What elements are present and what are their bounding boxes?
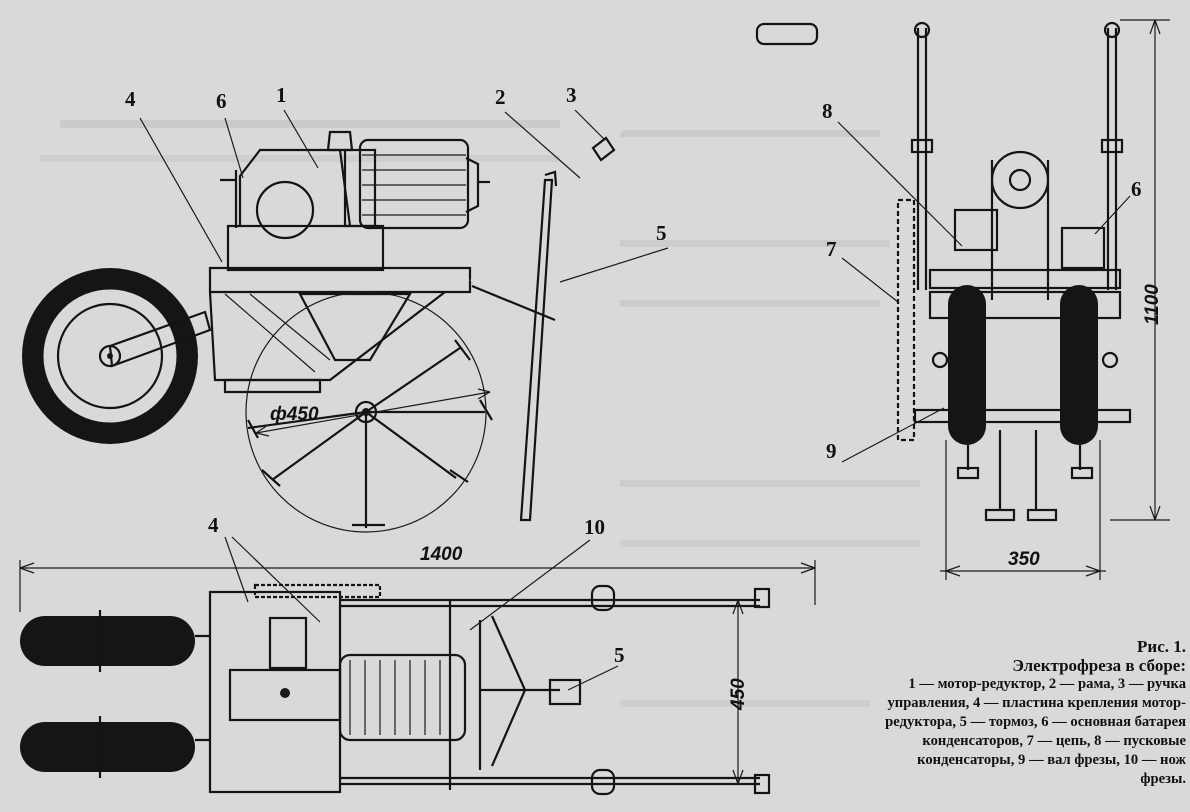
callout-side-5: 5 bbox=[656, 221, 667, 245]
callout-side-4: 4 bbox=[125, 87, 136, 111]
callout-top-10: 10 bbox=[584, 515, 605, 539]
dim-overall-height: 1100 bbox=[1142, 284, 1163, 325]
control-handle bbox=[470, 22, 819, 284]
background-text-texture bbox=[40, 120, 920, 707]
figure-legend: 1 — мотор-редуктор, 2 — рама, 3 — ручка … bbox=[885, 676, 1186, 787]
figure-caption: Рис. 1. Электрофреза в сборе: 1 — мотор-… bbox=[868, 637, 1186, 789]
figure-number: Рис. 1. bbox=[1137, 637, 1186, 656]
callout-side-3: 3 bbox=[566, 83, 577, 107]
figure-title: Электрофреза в сборе: bbox=[1012, 656, 1186, 675]
dim-frame-width: 450 bbox=[728, 678, 749, 711]
top-view: 1400 450 4 10 5 bbox=[19, 513, 816, 796]
cutter-rotor bbox=[245, 291, 493, 533]
dim-track-width: 350 bbox=[1008, 549, 1040, 570]
dim-cutter-diameter: ф450 bbox=[270, 404, 319, 425]
front-view: 1100 350 8 6 7 9 bbox=[822, 19, 1170, 580]
callout-top-4: 4 bbox=[208, 513, 219, 537]
callout-front-6: 6 bbox=[1131, 177, 1142, 201]
callout-side-2: 2 bbox=[495, 85, 506, 109]
callout-front-9: 9 bbox=[826, 439, 837, 463]
callout-top-5: 5 bbox=[614, 643, 625, 667]
dim-overall-length: 1400 bbox=[420, 544, 463, 565]
callout-front-8: 8 bbox=[822, 99, 833, 123]
side-view: ф450 4 6 1 2 3 5 bbox=[22, 22, 819, 533]
callout-front-7: 7 bbox=[826, 237, 837, 261]
motor-reducer bbox=[220, 130, 490, 272]
callout-side-6: 6 bbox=[216, 89, 227, 113]
callout-side-1: 1 bbox=[276, 83, 287, 107]
